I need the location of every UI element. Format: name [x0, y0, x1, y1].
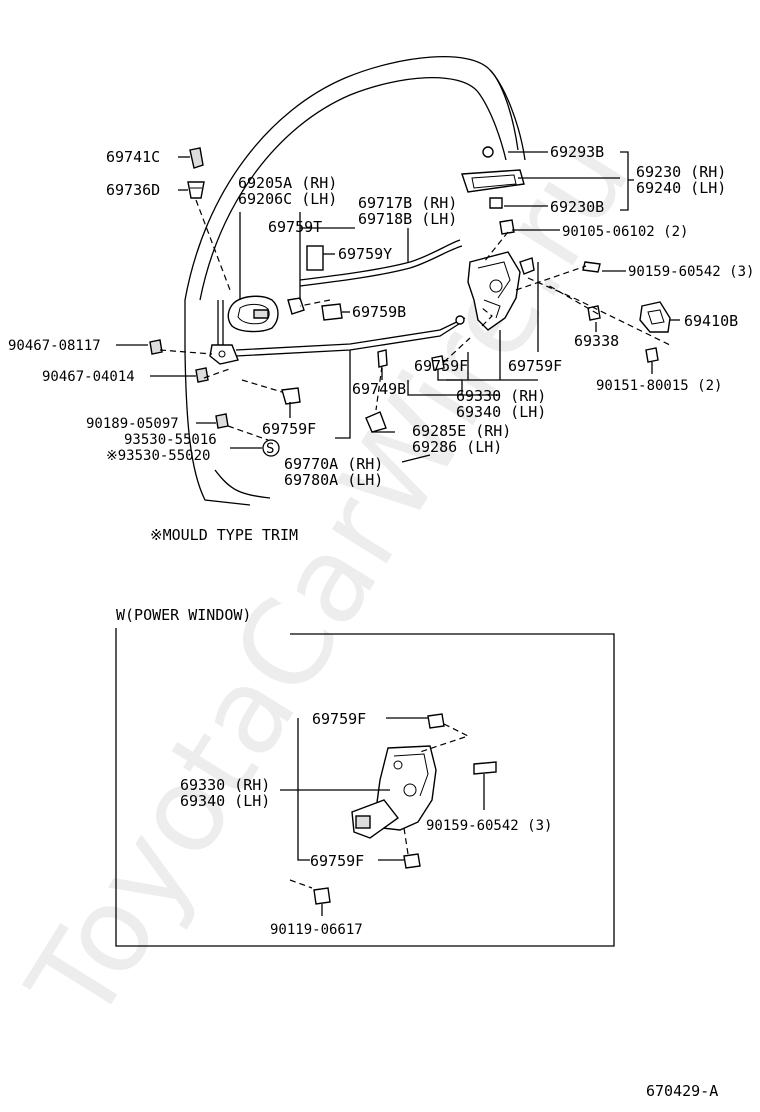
label-69410B: 69410B [684, 312, 738, 330]
door-striker [639, 301, 671, 333]
dashed-guides [159, 199, 673, 441]
label-69293B: 69293B [550, 143, 604, 161]
w-label-69759F-bot: 69759F [310, 852, 364, 870]
mould-type-note: ※MOULD TYPE TRIM [150, 526, 298, 544]
label-90105: 90105-06102 (2) [562, 224, 688, 240]
label-69759B: 69759B [352, 303, 406, 321]
label-69230B: 69230B [550, 198, 604, 216]
label-69286: 69286 (LH) [412, 438, 502, 456]
label-69749B: 69749B [352, 380, 406, 398]
label-69717B: 69717B (RH) [358, 194, 457, 212]
w-label-90119: 90119-06617 [270, 922, 363, 938]
label-69759T: 69759T [268, 218, 322, 236]
leader-lines [116, 151, 680, 463]
figure-code: 670429-A [646, 1082, 718, 1100]
label-69240LH: 69240 (LH) [636, 179, 726, 197]
callout-labels-upper: 69741C 69736D 69205A (RH) 69206C (LH) 69… [8, 143, 754, 489]
outside-handle [461, 146, 525, 209]
label-93530-55020: ※93530-55020 [106, 448, 210, 464]
label-69736D: 69736D [106, 181, 160, 199]
link-rods [217, 239, 466, 357]
rod-bracket [209, 344, 239, 365]
label-90467-08117: 90467-08117 [8, 338, 101, 354]
label-69230RH: 69230 (RH) [636, 163, 726, 181]
power-window-title: W(POWER WINDOW) [116, 606, 251, 624]
w-label-69330: 69330 (RH) [180, 776, 270, 794]
label-90159-upper: 90159-60542 (3) [628, 264, 754, 280]
label-69338: 69338 [574, 332, 619, 350]
door-frame-outline [184, 56, 526, 506]
label-90151: 90151-80015 (2) [596, 378, 722, 394]
inside-handle [227, 295, 279, 333]
w-label-90159: 90159-60542 (3) [426, 818, 552, 834]
label-brackets [407, 379, 538, 396]
door-lock-assembly [467, 251, 535, 331]
power-window-inset: W(POWER WINDOW) 69759F 69330 (RH) 69340 … [115, 606, 615, 947]
label-69330-upper: 69330 (RH) [456, 387, 546, 405]
label-69205A: 69205A (RH) [238, 174, 337, 192]
label-69340-upper: 69340 (LH) [456, 403, 546, 421]
s-mark: S [262, 439, 280, 457]
s-mark-text: S [266, 441, 274, 457]
label-69770A: 69770A (RH) [284, 455, 383, 473]
label-69780A: 69780A (LH) [284, 471, 383, 489]
label-69741C: 69741C [106, 148, 160, 166]
label-69718B: 69718B (LH) [358, 210, 457, 228]
label-69759F-b: 69759F [508, 357, 562, 375]
clip-parts [149, 147, 659, 433]
label-69759F-a: 69759F [414, 357, 468, 375]
label-93530-55016: 93530-55016 [124, 432, 217, 448]
label-69759Y: 69759Y [338, 245, 392, 263]
label-69206C: 69206C (LH) [238, 190, 337, 208]
w-label-69340: 69340 (LH) [180, 792, 270, 810]
label-90189: 90189-05097 [86, 416, 179, 432]
label-69759F-c: 69759F [262, 420, 316, 438]
label-69285E: 69285E (RH) [412, 422, 511, 440]
label-90467-04014: 90467-04014 [42, 369, 135, 385]
power-lock-actuator [351, 745, 437, 839]
w-label-69759F-top: 69759F [312, 710, 366, 728]
watermark-text: ToyotaCarWire.ru [1, 112, 656, 1046]
